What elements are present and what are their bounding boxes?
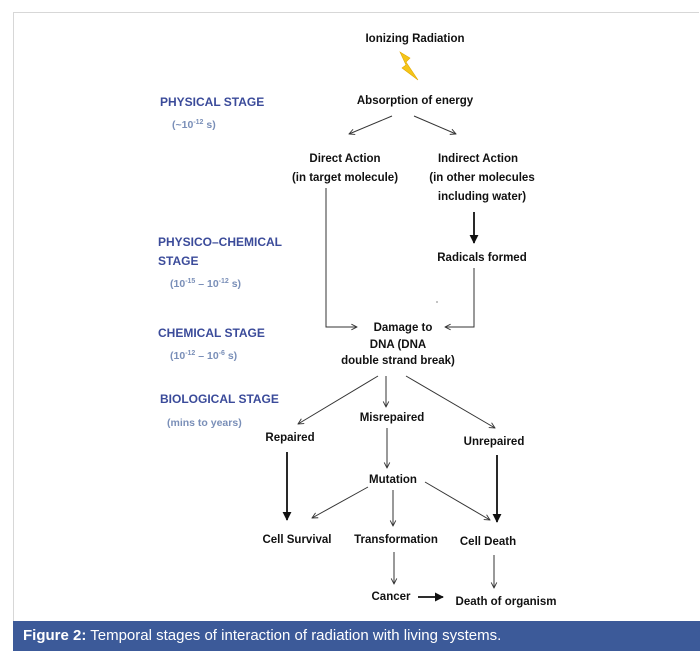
caption-label: Figure 2: [23, 627, 87, 644]
stage-physico-chemical-name-line1: PHYSICO–CHEMICAL [158, 235, 282, 249]
stage-biological-name: BIOLOGICAL STAGE [160, 392, 279, 406]
connectors [282, 115, 502, 602]
node-direct-action-line1: Direct Action [309, 153, 380, 165]
node-direct-action-line2: (in target molecule) [292, 172, 398, 184]
arrow-damage-to-unrepaired [405, 375, 495, 428]
arrow-absorption-to-direct [349, 115, 393, 134]
node-absorption-of-energy: Absorption of energy [357, 95, 474, 107]
stage-physical-name: PHYSICAL STAGE [160, 95, 264, 109]
stage-biological-time: (mins to years) [167, 417, 242, 429]
stage-chemical: CHEMICAL STAGE (10-12 – 10-6 s) [158, 326, 265, 362]
node-death-of-organism: Death of organism [456, 596, 557, 608]
node-cell-survival: Cell Survival [262, 534, 331, 546]
arrow-mutation-to-cell-survival [312, 486, 369, 518]
stage-physical: PHYSICAL STAGE (~10-12 s) [160, 95, 264, 131]
arrow-mutation-to-cell-death [424, 481, 490, 520]
stage-physical-time: (~10-12 s) [172, 119, 216, 131]
node-ionizing-radiation: Ionizing Radiation [365, 33, 464, 45]
lightning-bolt-icon [399, 51, 419, 81]
node-transformation: Transformation [354, 534, 438, 546]
node-indirect-action-line3: including water) [438, 191, 526, 203]
arrow-direct-to-damage [325, 188, 357, 327]
node-repaired: Repaired [265, 432, 314, 444]
figure-frame [13, 12, 699, 651]
node-indirect-action-line2: (in other molecules [429, 172, 534, 184]
figure-caption: Figure 2: Temporal stages of interaction… [13, 621, 700, 651]
node-unrepaired: Unrepaired [464, 436, 525, 448]
node-radicals-formed: Radicals formed [437, 252, 526, 264]
node-misrepaired: Misrepaired [360, 412, 425, 424]
node-mutation: Mutation [369, 474, 417, 486]
stage-physico-chemical: PHYSICO–CHEMICAL STAGE (10-15 – 10-12 s) [158, 235, 282, 290]
node-indirect-action-line1: Indirect Action [438, 153, 518, 165]
node-damage-line2: DNA (DNA [370, 339, 426, 351]
stage-physico-chemical-time: (10-15 – 10-12 s) [170, 278, 241, 290]
stage-chemical-name: CHEMICAL STAGE [158, 326, 265, 340]
stage-physico-chemical-name-line2: STAGE [158, 254, 198, 268]
node-damage-line1: Damage to [374, 322, 433, 334]
scan-speck [436, 301, 438, 303]
arrow-absorption-to-indirect [413, 115, 456, 134]
node-damage-line3: double strand break) [341, 355, 455, 367]
arrow-damage-to-repaired [298, 375, 379, 424]
node-cell-death: Cell Death [460, 536, 516, 548]
stage-biological: BIOLOGICAL STAGE (mins to years) [160, 392, 279, 429]
caption-text: Temporal stages of interaction of radiat… [86, 627, 502, 644]
arrow-radicals-to-damage [445, 268, 475, 327]
stage-chemical-time: (10-12 – 10-6 s) [170, 350, 237, 362]
node-cancer: Cancer [372, 591, 412, 603]
